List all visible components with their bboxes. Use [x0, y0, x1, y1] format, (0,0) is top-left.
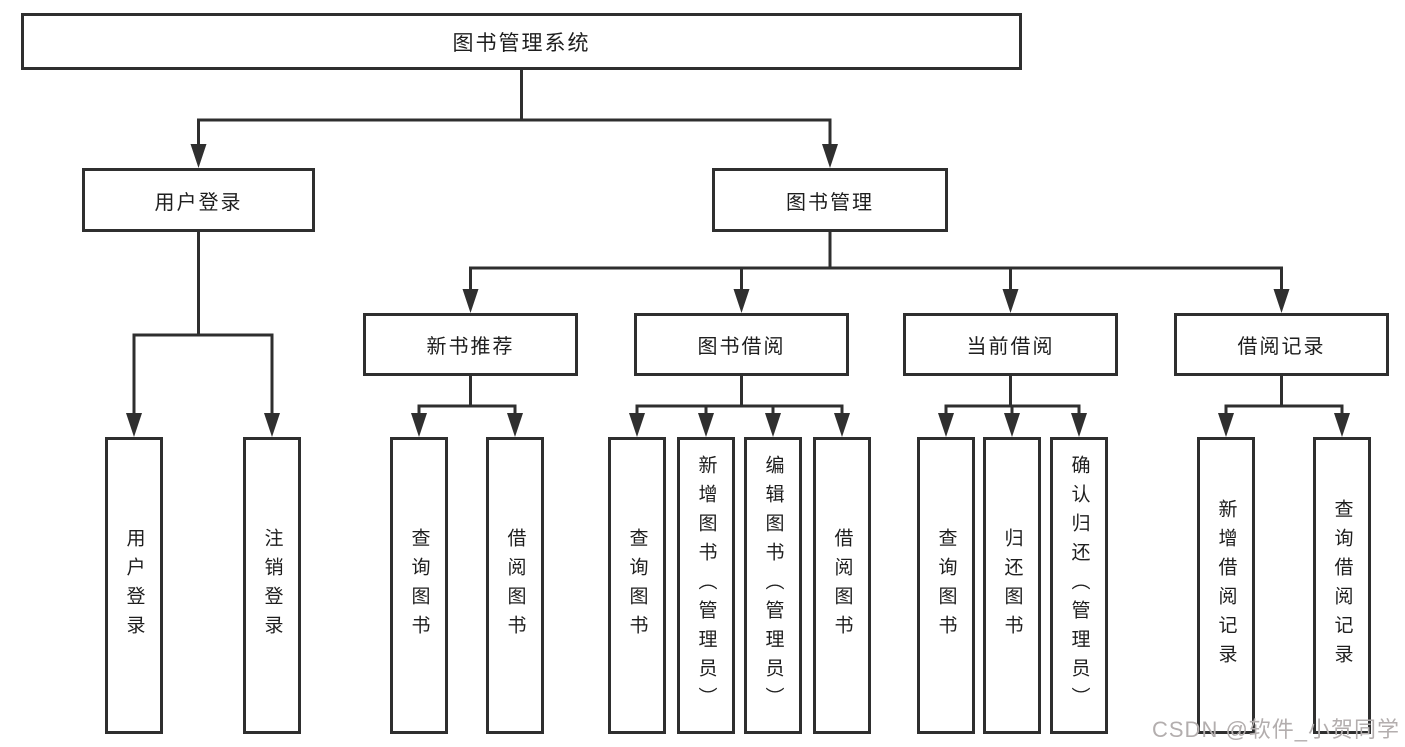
node-logout-label: 注销登录 — [261, 527, 283, 644]
node-login: 用户登录 — [105, 437, 163, 734]
node-login-label: 用户登录 — [123, 527, 145, 644]
node-borrow-books: 借阅图书 — [813, 437, 871, 734]
node-book-borrowing: 图书借阅 — [634, 313, 849, 376]
node-borrow-books-recommend-label: 借阅图书 — [504, 527, 526, 644]
node-add-borrow-record-label: 新增借阅记录 — [1215, 498, 1237, 673]
node-confirm-return-admin: 确认归还（管理员） — [1050, 437, 1108, 734]
node-new-book-recommend-label: 新书推荐 — [426, 336, 515, 358]
node-current-borrowing: 当前借阅 — [903, 313, 1118, 376]
node-query-books-recommend-label: 查询图书 — [408, 527, 430, 644]
node-borrowing-records: 借阅记录 — [1174, 313, 1389, 376]
node-query-borrow-record-label: 查询借阅记录 — [1331, 498, 1353, 673]
node-return-book: 归还图书 — [983, 437, 1041, 734]
node-current-borrowing-label: 当前借阅 — [966, 336, 1055, 358]
node-borrow-books-recommend: 借阅图书 — [486, 437, 544, 734]
node-root: 图书管理系统 — [21, 13, 1022, 70]
node-query-books-borrowing: 查询图书 — [608, 437, 666, 734]
node-book-management: 图书管理 — [712, 168, 948, 232]
node-add-borrow-record: 新增借阅记录 — [1197, 437, 1255, 734]
node-user-login-group-label: 用户登录 — [154, 191, 243, 214]
node-query-books-recommend: 查询图书 — [390, 437, 448, 734]
node-confirm-return-admin-label: 确认归还（管理员） — [1068, 455, 1090, 716]
node-query-borrow-record: 查询借阅记录 — [1313, 437, 1371, 734]
node-book-management-label: 图书管理 — [786, 191, 874, 214]
node-return-book-label: 归还图书 — [1001, 527, 1023, 644]
node-borrowing-records-label: 借阅记录 — [1237, 336, 1326, 358]
node-logout: 注销登录 — [243, 437, 301, 734]
node-book-borrowing-label: 图书借阅 — [697, 336, 786, 358]
node-query-books-borrowing-label: 查询图书 — [626, 527, 648, 644]
arrowheads — [126, 144, 1350, 437]
node-add-book-admin: 新增图书（管理员） — [677, 437, 735, 734]
node-add-book-admin-label: 新增图书（管理员） — [695, 455, 717, 716]
node-new-book-recommend: 新书推荐 — [363, 313, 578, 376]
watermark: CSDN @软件_小贺同学 — [1152, 717, 1401, 742]
node-edit-book-admin-label: 编辑图书（管理员） — [762, 455, 784, 716]
node-user-login-group: 用户登录 — [82, 168, 315, 232]
node-edit-book-admin: 编辑图书（管理员） — [744, 437, 802, 734]
node-root-label: 图书管理系统 — [452, 31, 591, 55]
node-borrow-books-label: 借阅图书 — [831, 527, 853, 644]
branch-lines — [132, 70, 1344, 418]
node-query-books-current: 查询图书 — [917, 437, 975, 734]
node-query-books-current-label: 查询图书 — [935, 527, 957, 644]
